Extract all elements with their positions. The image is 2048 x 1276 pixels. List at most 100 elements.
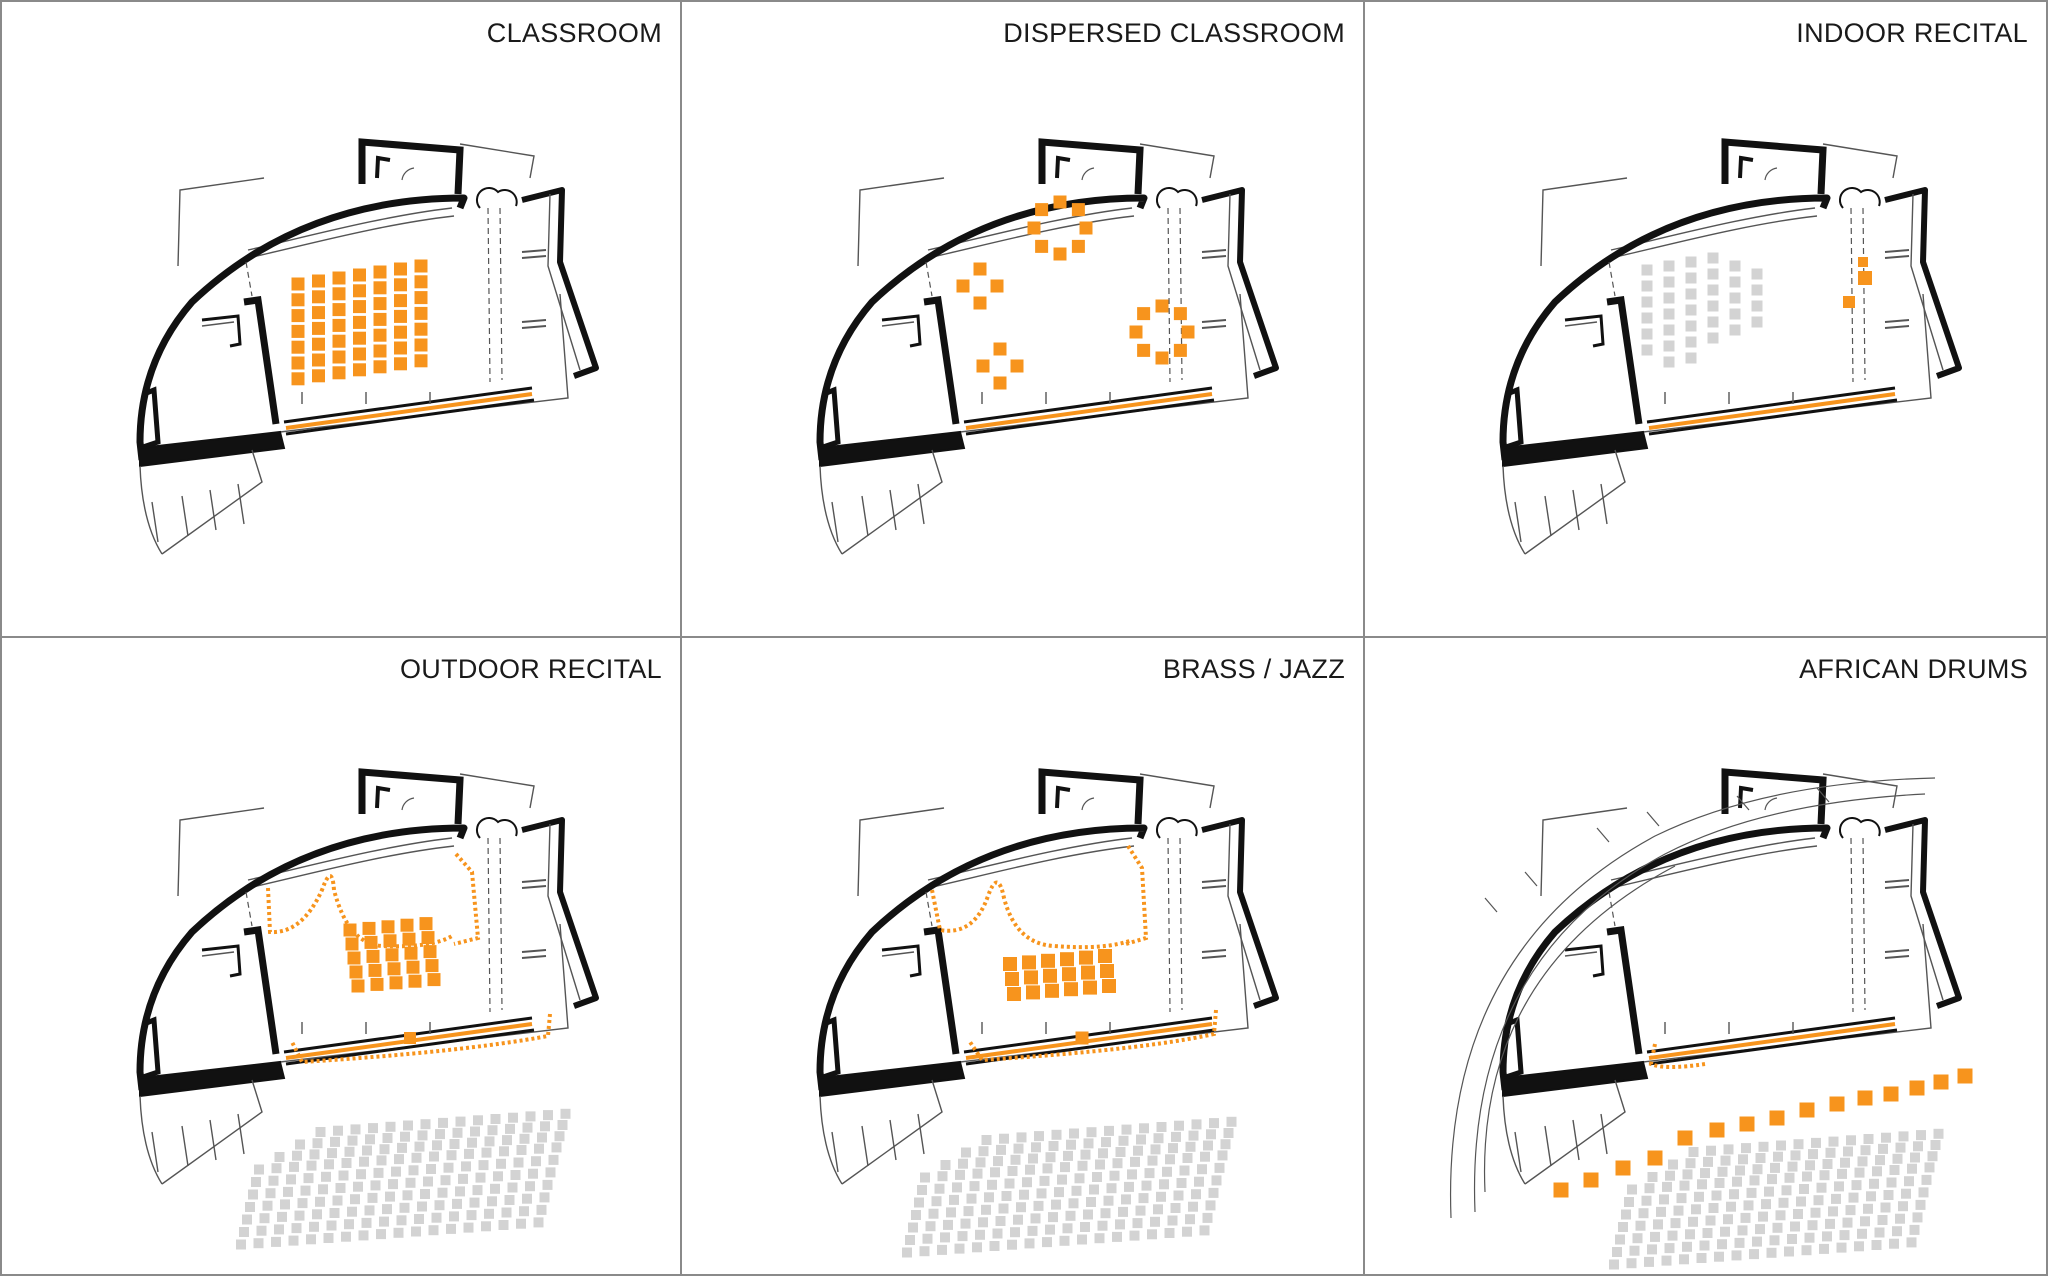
- outdoor-seat: [978, 1146, 989, 1157]
- dashed-line: [1608, 261, 1616, 297]
- panel-title-african-drums: AFRICAN DRUMS: [1799, 654, 2028, 684]
- stair-wall: [881, 314, 922, 348]
- site-outline: [1540, 807, 1628, 897]
- site-arc: [1473, 793, 1926, 1213]
- outdoor-seat: [508, 1112, 518, 1123]
- window-mark: [521, 949, 547, 959]
- dashed-partition: [1862, 207, 1866, 381]
- outdoor-seat: [1048, 1212, 1058, 1223]
- desk: [332, 366, 346, 380]
- outdoor-seat: [1737, 1225, 1748, 1236]
- outdoor-seat: [972, 1168, 983, 1179]
- drum: [1909, 1080, 1925, 1096]
- outdoor-seat: [1080, 1222, 1090, 1232]
- performer: [1858, 257, 1868, 267]
- performer: [1858, 271, 1872, 285]
- outdoor-seat: [978, 1217, 988, 1228]
- outdoor-seat: [268, 1175, 279, 1186]
- outdoor-seat: [449, 1139, 460, 1149]
- outdoor-seat: [1784, 1172, 1795, 1183]
- outdoor-seat: [1074, 1173, 1085, 1184]
- track-rails: [963, 386, 1215, 436]
- outdoor-seat: [330, 1136, 340, 1147]
- outdoor-seat: [1892, 1153, 1903, 1164]
- outdoor-seat: [1662, 1181, 1672, 1192]
- seat: [383, 934, 397, 948]
- curtain-track: [1648, 1043, 1706, 1069]
- outdoor-seat: [458, 1173, 468, 1184]
- outdoor-seat: [1031, 1142, 1041, 1153]
- south-wall: [1502, 430, 1649, 468]
- terrace-step: [181, 1125, 189, 1167]
- outdoor-seat: [1729, 1189, 1739, 1200]
- door-swing: [1081, 167, 1095, 181]
- outdoor-seat: [519, 1206, 529, 1217]
- outdoor-seat: [1101, 1137, 1111, 1148]
- seat: [1043, 968, 1057, 983]
- outdoor-seat: [545, 1167, 556, 1178]
- outdoor-seat: [329, 1208, 340, 1218]
- east-facade: [521, 187, 599, 379]
- outdoor-seat: [1034, 1131, 1044, 1142]
- track-strip: [285, 392, 533, 430]
- outdoor-seat: [1773, 1151, 1783, 1162]
- outdoor-seat: [286, 1174, 296, 1185]
- desk: [373, 360, 387, 374]
- outdoor-seat: [1095, 1159, 1105, 1170]
- floor-plan: [816, 138, 1279, 555]
- inner-wall: [243, 296, 280, 425]
- outdoor-seat: [470, 1126, 480, 1137]
- site-outline: [857, 807, 945, 897]
- seat: [404, 946, 418, 960]
- outdoor-seat: [560, 1108, 571, 1119]
- audience-seat: [1707, 300, 1719, 312]
- outdoor-seat: [554, 1131, 565, 1142]
- outdoor-seat: [1080, 1149, 1091, 1160]
- outdoor-seat: [274, 1224, 284, 1235]
- desk: [373, 312, 387, 326]
- service-box-wall: [1038, 768, 1144, 825]
- dashed-partition: [487, 207, 491, 383]
- desk: [312, 369, 325, 383]
- desk: [312, 353, 325, 367]
- east-facade: [1884, 817, 1962, 1009]
- outdoor-seat: [236, 1239, 246, 1250]
- outdoor-seat: [400, 1131, 410, 1142]
- seat: [408, 974, 422, 988]
- outdoor-seat: [1612, 1247, 1622, 1257]
- outdoor-seat: [1638, 1208, 1649, 1219]
- outdoor-seat: [414, 1141, 425, 1152]
- outdoor-seat: [1086, 1127, 1097, 1138]
- outdoor-seat: [1731, 1250, 1742, 1261]
- outdoor-seat: [434, 1200, 445, 1211]
- outdoor-seat: [1173, 1190, 1184, 1201]
- outdoor-seat: [1702, 1228, 1713, 1238]
- desk: [332, 350, 346, 364]
- curtain-track: [290, 1013, 552, 1065]
- outdoor-seat: [1016, 1202, 1026, 1213]
- service-box-inner: [375, 785, 391, 809]
- outdoor-seat: [1749, 1249, 1759, 1260]
- outdoor-seat: [411, 1226, 421, 1237]
- outdoor-seat: [1915, 1199, 1926, 1210]
- outdoor-seat: [1909, 1224, 1920, 1235]
- outdoor-seat: [473, 1115, 483, 1126]
- terrace-edge: [161, 1079, 263, 1185]
- outdoor-seat: [1141, 1180, 1152, 1191]
- audience-seat: [1685, 336, 1697, 348]
- outdoor-seat: [338, 1170, 349, 1181]
- outdoor-seat: [1191, 1189, 1201, 1200]
- outdoor-seat: [1741, 1143, 1751, 1154]
- outdoor-seat: [1109, 1170, 1120, 1181]
- outdoor-seat: [1694, 1191, 1704, 1202]
- outdoor-seat: [1659, 1194, 1669, 1205]
- outdoor-seat: [1115, 1219, 1125, 1230]
- outdoor-seat: [1077, 1160, 1088, 1171]
- outdoor-seat: [1778, 1197, 1789, 1208]
- outdoor-seat: [1854, 1241, 1864, 1252]
- roof-edge: [247, 215, 455, 259]
- outdoor-seat: [499, 1146, 509, 1157]
- window-mark: [521, 249, 547, 259]
- outdoor-seat: [1615, 1234, 1625, 1245]
- outdoor-seat: [1793, 1139, 1804, 1150]
